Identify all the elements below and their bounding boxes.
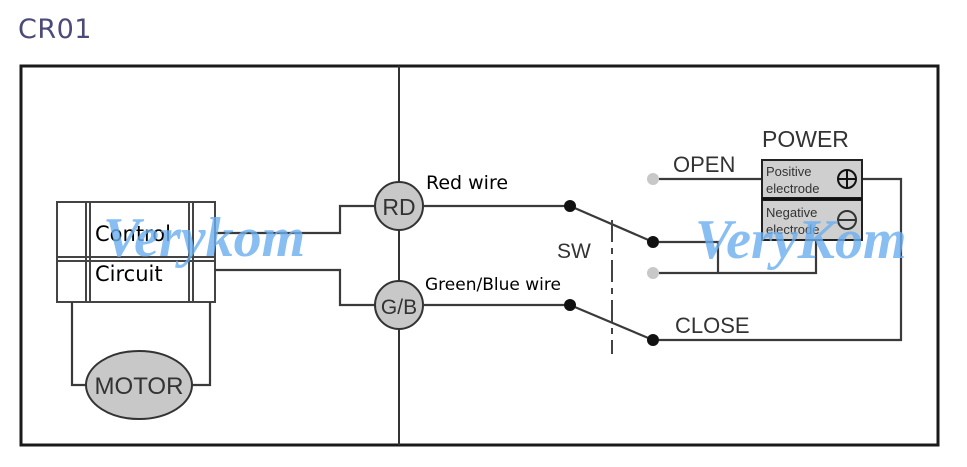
red-wire-label: Red wire bbox=[426, 172, 508, 194]
watermark-right: VeryKom bbox=[695, 209, 907, 271]
switch-pivot-bottom bbox=[564, 299, 576, 311]
wire-positive-to-close bbox=[659, 177, 903, 342]
negative-line1: Negative bbox=[766, 205, 817, 220]
terminal-rd: RD bbox=[374, 181, 424, 231]
negative-line2: electrode bbox=[766, 222, 819, 237]
outer-frame bbox=[19, 64, 940, 447]
power-title: POWER bbox=[762, 126, 849, 152]
open-contact-dot bbox=[647, 173, 659, 185]
motor-wire-left bbox=[70, 302, 86, 387]
neutral-contact-dot bbox=[647, 267, 659, 279]
motor-ellipse bbox=[85, 350, 193, 420]
open-label: OPEN bbox=[673, 152, 735, 177]
wire-top-contact bbox=[659, 240, 720, 273]
diagram-title: CR01 bbox=[18, 14, 92, 45]
motor: MOTOR bbox=[70, 302, 212, 420]
wire-to-negative bbox=[659, 240, 818, 275]
wire-control-to-gb bbox=[215, 268, 375, 307]
motor-wire-right bbox=[192, 302, 212, 387]
green-blue-wire-label: Green/Blue wire bbox=[425, 275, 561, 295]
positive-symbol-icon bbox=[837, 169, 857, 189]
motor-label: MOTOR bbox=[95, 373, 184, 400]
close-label: CLOSE bbox=[675, 313, 750, 338]
switch-arm-bottom bbox=[569, 303, 654, 342]
negative-symbol-icon bbox=[837, 210, 857, 230]
terminal-gb: G/B bbox=[374, 280, 424, 330]
switch-contact-close bbox=[647, 334, 659, 346]
switch-pivot-top bbox=[564, 200, 576, 212]
circuit-label: Circuit bbox=[95, 262, 163, 286]
rd-label: RD bbox=[382, 194, 415, 220]
power-supply: POWER Positive electrode Negative electr… bbox=[761, 126, 863, 241]
control-circuit-box: Control Circuit bbox=[56, 201, 216, 303]
control-label: Control bbox=[95, 222, 171, 246]
switch-label: SW bbox=[557, 240, 591, 263]
positive-line1: Positive bbox=[766, 164, 812, 179]
switch: SW OPEN CLOSE bbox=[557, 152, 750, 354]
positive-line2: electrode bbox=[766, 181, 819, 196]
switch-contact-top bbox=[647, 236, 659, 248]
gb-label: G/B bbox=[381, 296, 417, 319]
watermark-left: Verykom bbox=[103, 207, 305, 269]
wire-control-to-rd bbox=[215, 204, 375, 235]
